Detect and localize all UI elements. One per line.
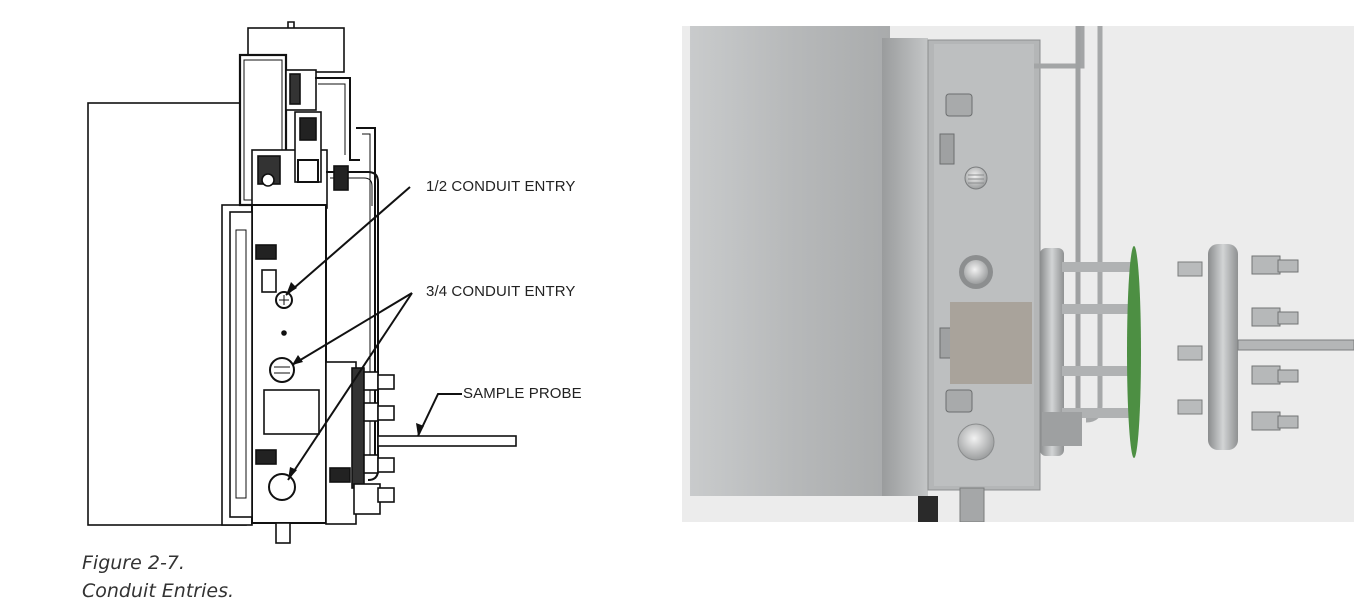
rendered-analyzer-image <box>682 26 1354 522</box>
callout-half-inch-conduit: 1/2 CONDUIT ENTRY <box>426 178 576 195</box>
figure-title: Conduit Entries. <box>82 580 235 602</box>
figure-label: Figure 2-7. <box>82 552 185 574</box>
callout-sample-probe: SAMPLE PROBE <box>463 385 582 402</box>
callout-three-quarter-conduit: 3/4 CONDUIT ENTRY <box>426 283 576 300</box>
leader-three-quarter-b <box>287 292 413 481</box>
sample-probe <box>377 435 517 447</box>
rear-enclosure <box>87 102 247 526</box>
leader-half-inch <box>285 186 411 296</box>
rendered-photo-conduit-entries <box>682 26 1354 522</box>
figure-caption: Figure 2-7. Conduit Entries. <box>82 549 234 605</box>
leader-three-quarter-a <box>291 292 413 366</box>
conduit-entry-three-quarter-top <box>269 357 295 383</box>
line-drawing-side-view <box>87 21 517 544</box>
leader-sample-probe <box>417 393 462 437</box>
conduit-entry-three-quarter-bottom <box>268 473 296 501</box>
